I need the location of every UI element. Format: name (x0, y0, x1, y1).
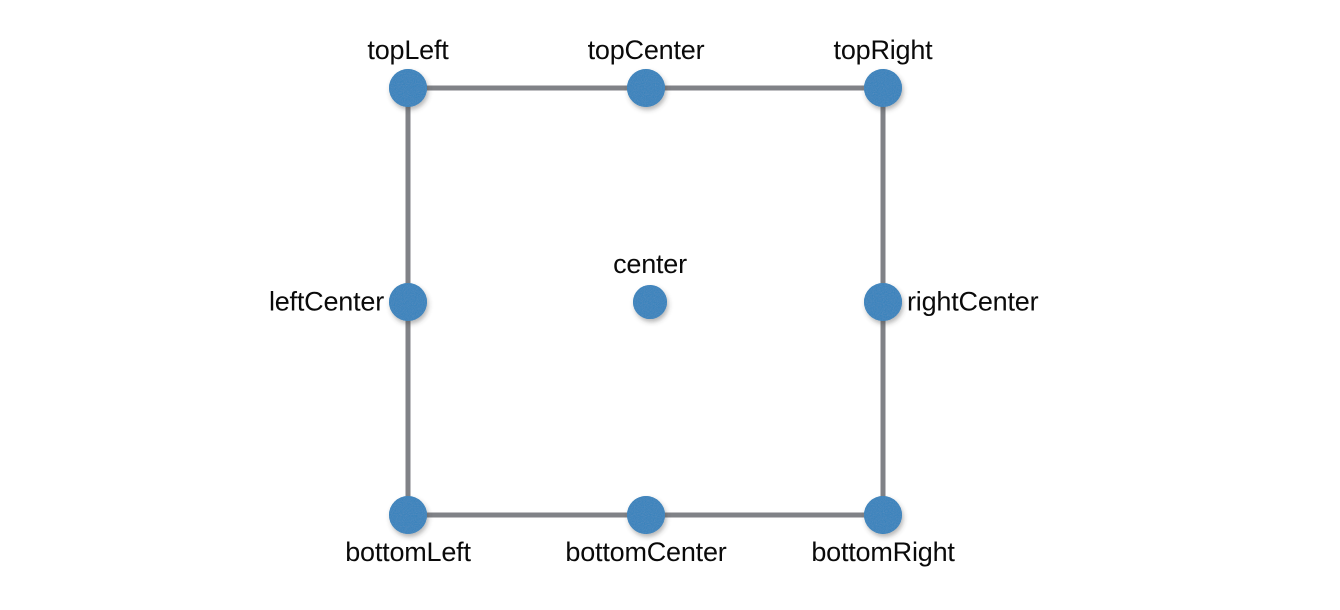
edge-layer (405, 85, 886, 518)
node-label-bottomRight: bottomRight (811, 537, 955, 567)
graph-node-texture (627, 69, 665, 107)
graph-node-texture (864, 69, 902, 107)
node-label-topLeft: topLeft (367, 35, 449, 65)
node-label-leftCenter: leftCenter (268, 286, 384, 317)
graph-node-texture (389, 283, 427, 321)
node-label-topCenter: topCenter (587, 35, 705, 65)
graph-node-texture (389, 496, 427, 534)
node-label-bottomLeft: bottomLeft (345, 537, 471, 567)
graph-node-texture (864, 283, 902, 321)
node-label-topRight: topRight (833, 35, 933, 65)
node-label-bottomCenter: bottomCenter (565, 537, 727, 567)
graph-node-texture (633, 285, 667, 319)
graph-node-texture (627, 496, 665, 534)
node-layer (389, 69, 902, 534)
graph-node-texture (864, 496, 902, 534)
graph-node-texture (389, 69, 427, 107)
node-label-center: center (613, 249, 687, 279)
node-label-rightCenter: rightCenter (907, 286, 1039, 317)
